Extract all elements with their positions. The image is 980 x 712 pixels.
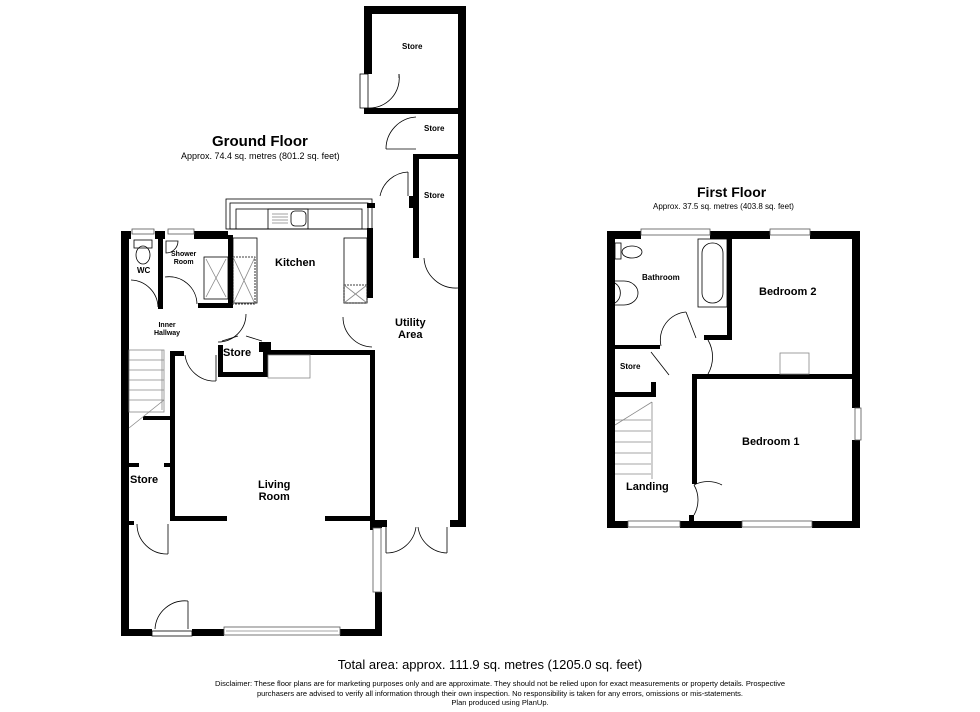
first-floor-fixtures: [614, 228, 862, 528]
ground-floor-title: Ground Floor: [212, 133, 308, 150]
disclaimer: Disclaimer: These floor plans are for ma…: [170, 679, 830, 708]
room-label-store-small: Store: [223, 347, 252, 359]
ground-floor-fixtures: [128, 73, 459, 637]
room-label-bathroom: Bathroom: [642, 273, 680, 282]
room-label-wc: WC: [137, 266, 151, 275]
first-floor-stairs: [614, 401, 653, 479]
room-label-store-left: Store: [130, 474, 159, 486]
room-label-first-store: Store: [620, 362, 641, 371]
room-label-utility-area: Utility Area: [395, 317, 426, 341]
total-area: Total area: approx. 111.9 sq. metres (12…: [337, 657, 643, 672]
disclaimer-line-2: purchasers are advised to verify all inf…: [256, 688, 744, 698]
room-label-store-side: Store: [424, 191, 445, 200]
room-label-store-mid: Store: [424, 124, 445, 133]
first-floor-walls: [607, 231, 860, 528]
room-label-bedroom-2: Bedroom 2: [759, 286, 817, 298]
disclaimer-line-1: Disclaimer: These floor plans are for ma…: [214, 679, 785, 688]
room-label-shower-room: Shower Room: [171, 251, 197, 266]
first-floor-area: Approx. 37.5 sq. metres (403.8 sq. feet): [653, 202, 794, 211]
room-label-store-top: Store: [402, 42, 423, 51]
room-label-kitchen: Kitchen: [275, 257, 316, 269]
ground-floor-area: Approx. 74.4 sq. metres (801.2 sq. feet): [181, 151, 340, 161]
disclaimer-line-3: Plan produced using PlanUp.: [451, 698, 549, 707]
room-label-living-room: Living Room: [258, 479, 291, 503]
ground-floor-walls: [121, 6, 466, 636]
room-label-inner-hallway: Inner Hallway: [154, 322, 181, 337]
first-floor-title: First Floor: [697, 184, 767, 200]
ground-floor-stairs: [128, 349, 165, 429]
room-label-landing: Landing: [626, 481, 669, 493]
room-label-bedroom-1: Bedroom 1: [742, 436, 800, 448]
